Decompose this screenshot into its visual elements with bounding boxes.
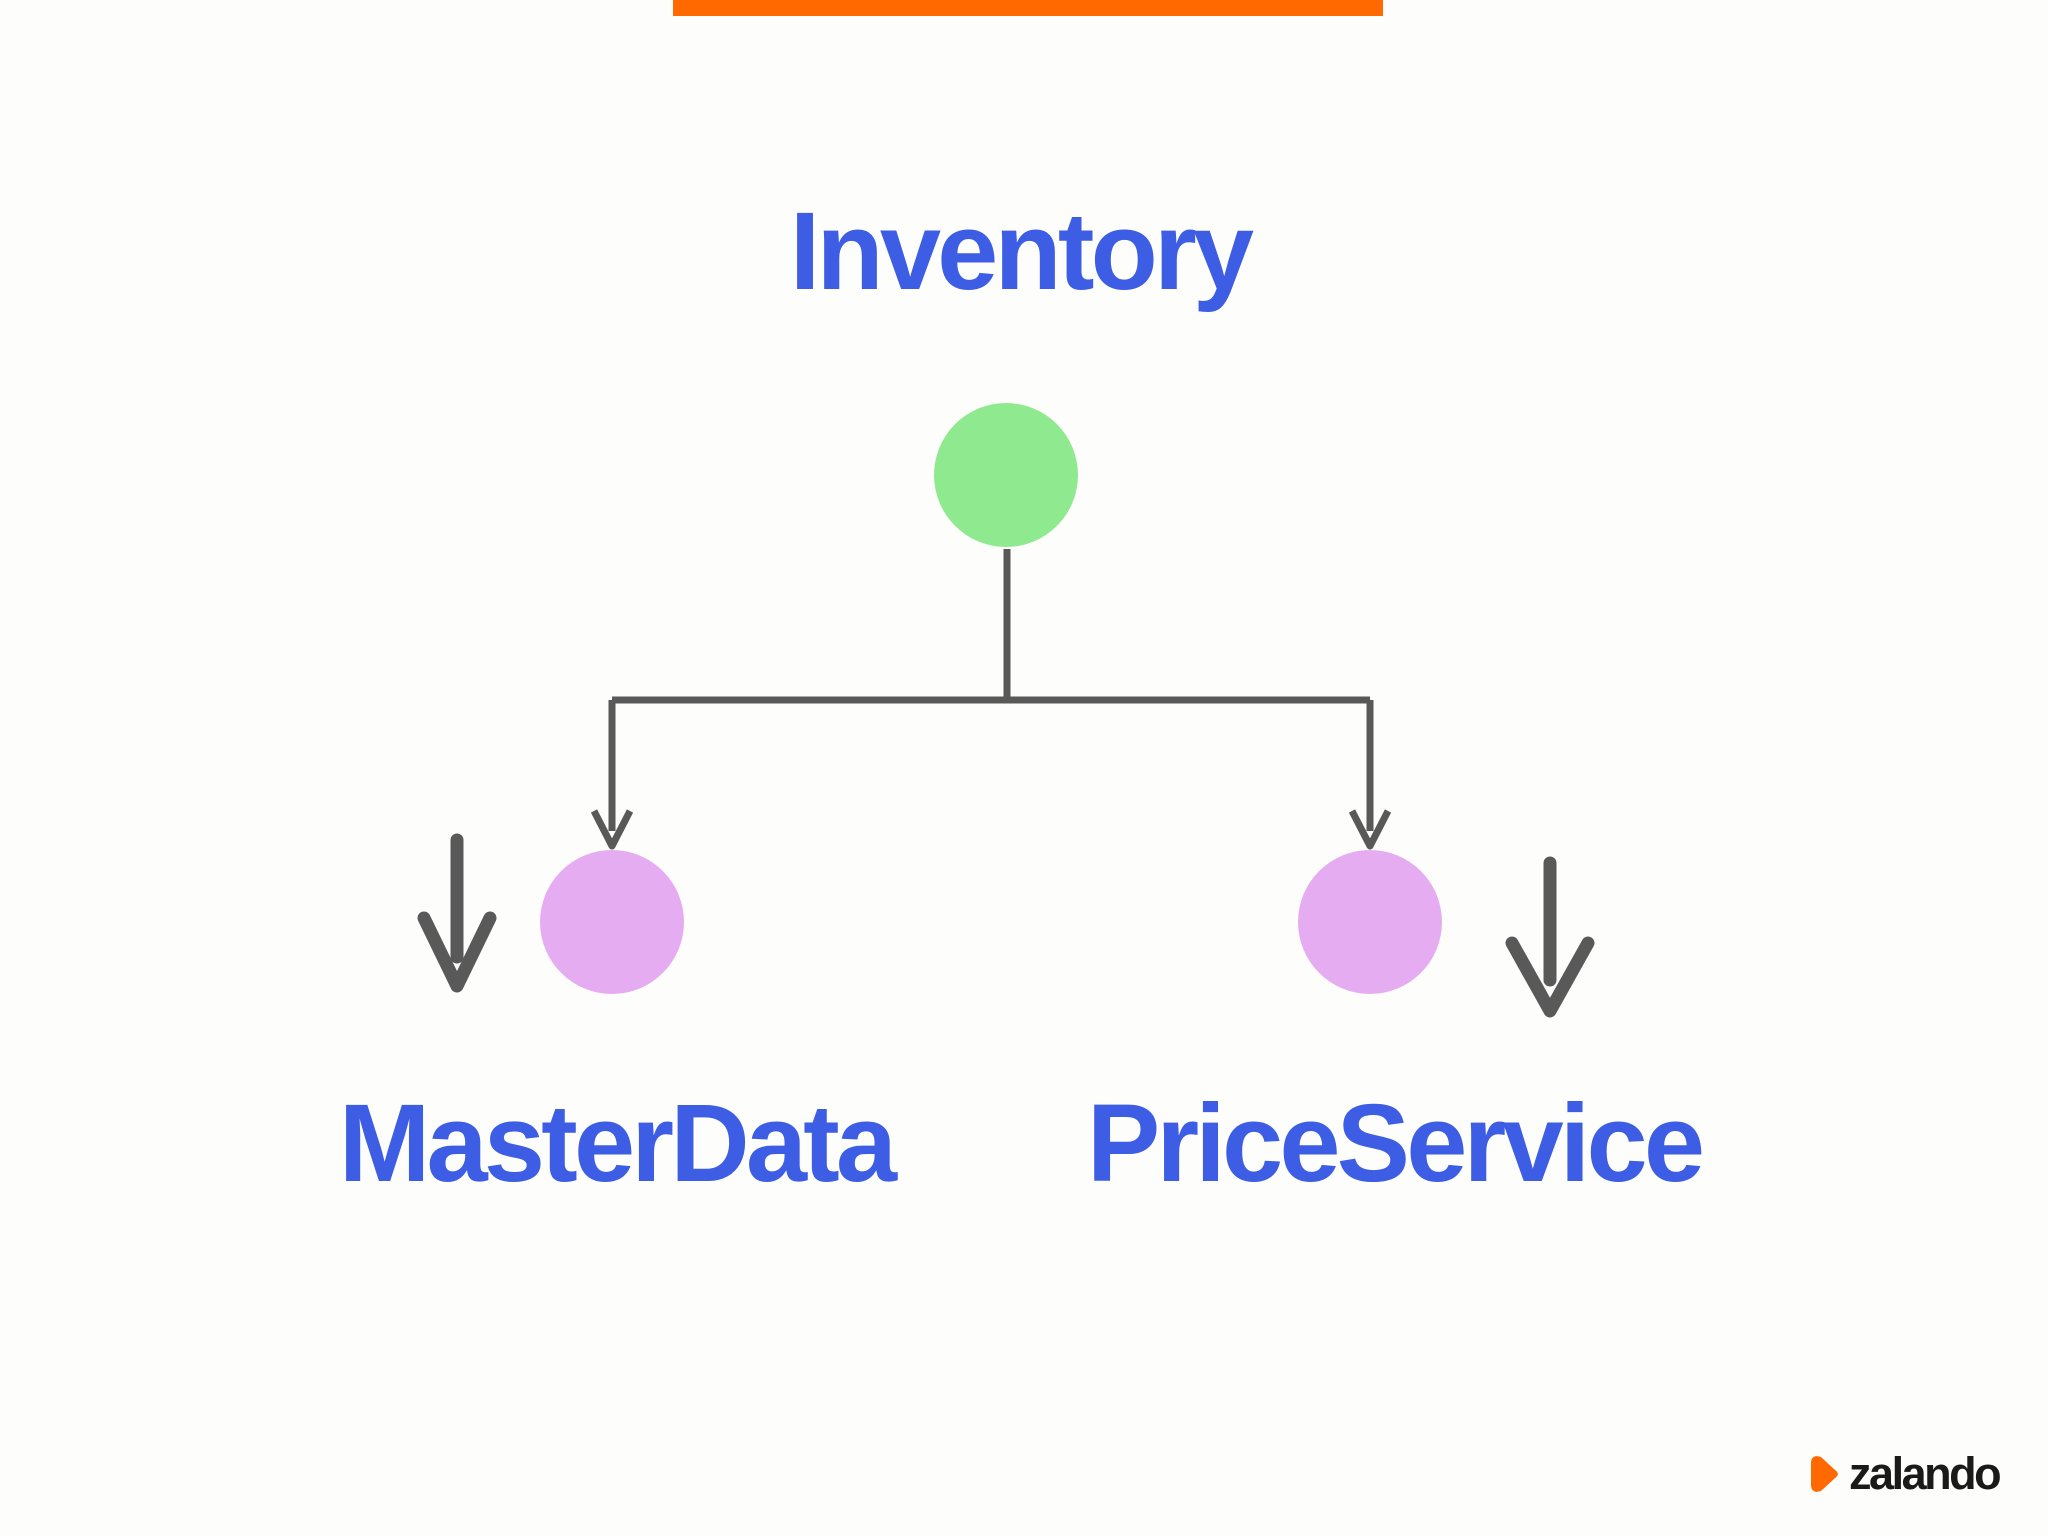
down-arrow-icon <box>417 833 497 993</box>
top-accent-bar <box>673 0 1383 16</box>
tree-connector-lines <box>608 549 1374 831</box>
child-node-circle-priceservice <box>1298 850 1442 994</box>
connector-arrowhead-right-icon <box>1348 809 1392 850</box>
child-node-label-masterdata: MasterData <box>338 1082 897 1205</box>
root-node-circle-inventory <box>934 403 1078 547</box>
down-arrow-icon <box>1505 856 1595 1018</box>
zalando-logo: zalando <box>1804 1448 2002 1499</box>
connector-arrowhead-left-icon <box>590 809 634 850</box>
zalando-logo-text: zalando <box>1849 1448 2002 1499</box>
child-node-label-priceservice: PriceService <box>1086 1082 1705 1205</box>
child-node-circle-masterdata <box>540 850 684 994</box>
zalando-logo-icon <box>1811 1455 1838 1492</box>
root-node-label: Inventory <box>789 190 1254 313</box>
